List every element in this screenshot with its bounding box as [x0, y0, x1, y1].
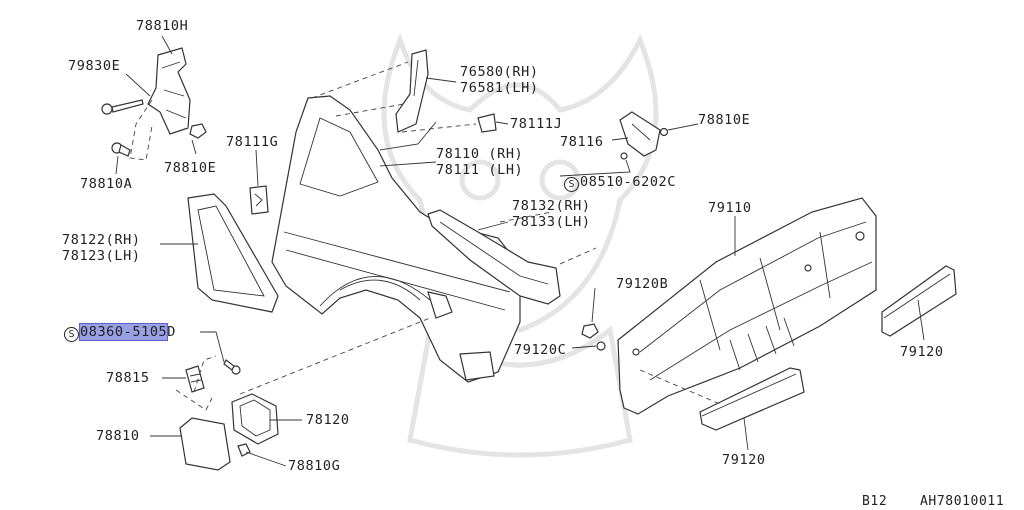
label-79110: 79110: [708, 200, 752, 216]
part-78120-filler-base: [231, 393, 279, 445]
label-79120B: 79120B: [616, 276, 669, 292]
part-79120-trim-bottom: [699, 367, 805, 431]
footer-model: B12: [862, 494, 888, 509]
part-08360-screw: [223, 359, 241, 375]
label-08360-suffix: D: [167, 324, 177, 340]
label-78132: 78132(RH): [512, 198, 591, 214]
label-78111J: 78111J: [510, 116, 563, 132]
part-78810E-nut-left: [189, 123, 207, 139]
leader-lines: [115, 35, 925, 467]
part-79830E-bolt: [101, 99, 144, 115]
label-78810G: 78810G: [288, 458, 341, 474]
label-79120C: 79120C: [514, 342, 567, 358]
label-76580: 76580(RH): [460, 64, 539, 80]
screw-symbol-icon: S: [64, 327, 79, 342]
label-78133: 78133(LH): [512, 214, 591, 230]
label-78815: 78815: [106, 370, 150, 386]
part-78116-bracket: [619, 111, 669, 160]
label-79830E: 79830E: [68, 58, 121, 74]
label-78111: 78111 (LH): [436, 162, 524, 178]
part-79120B-nut: [581, 323, 599, 339]
part-78122-garnish: [187, 193, 279, 313]
label-78111G: 78111G: [226, 134, 279, 150]
part-78810A-clip: [111, 142, 131, 157]
label-79120-bottom: 79120: [722, 452, 766, 468]
label-76581: 76581(LH): [460, 80, 539, 96]
label-78810A: 78810A: [80, 176, 133, 192]
part-78111G-bracket: [249, 185, 269, 215]
label-08510-code: 08510-6202C: [580, 174, 677, 190]
part-78815-bracket: [185, 365, 205, 393]
part-78810G-bumper: [237, 443, 251, 457]
screw-symbol-icon: S: [564, 177, 579, 192]
part-78111J-plate: [477, 113, 497, 133]
part-79110-rear-panel: [617, 197, 877, 415]
highlighted-part-code[interactable]: 08360-5105: [78, 323, 169, 341]
label-78123: 78123(LH): [62, 248, 141, 264]
label-78810: 78810: [96, 428, 140, 444]
label-78810E-right: 78810E: [698, 112, 751, 128]
label-78810H: 78810H: [136, 18, 189, 34]
part-78810H-bracket: [147, 47, 191, 135]
part-78132-inner-panel: [427, 209, 561, 305]
label-78122: 78122(RH): [62, 232, 141, 248]
label-78110: 78110 (RH): [436, 146, 524, 162]
part-78810-filler-lid: [179, 417, 231, 471]
label-78116: 78116: [560, 134, 604, 150]
label-78810E-left: 78810E: [164, 160, 217, 176]
footer-ref: AH78010011: [920, 494, 1005, 509]
label-79120-right: 79120: [900, 344, 944, 360]
part-76580-pillar: [395, 49, 429, 133]
part-79120-trim-right: [881, 265, 957, 337]
part-79120C-washer: [596, 341, 606, 351]
label-78120: 78120: [306, 412, 350, 428]
